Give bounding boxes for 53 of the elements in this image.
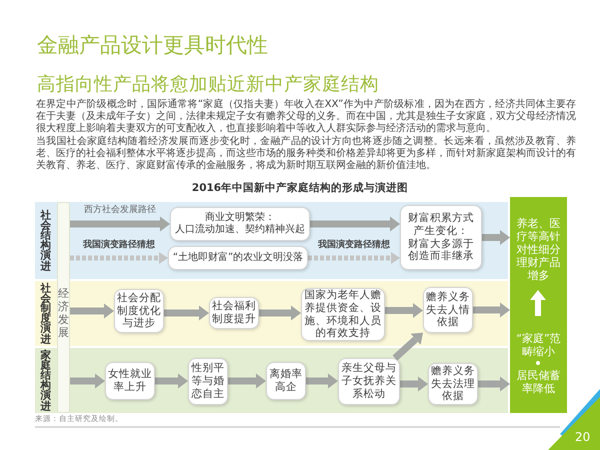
box-text: 人口流动加速、契约精神兴起 — [175, 224, 305, 236]
label-strip: 经济发展 — [57, 202, 70, 413]
process-box: 女性就业率上升 — [105, 362, 155, 400]
panel-text: “家庭”范畴缩小 — [515, 332, 562, 358]
row-heading: 家庭结构演进 — [40, 350, 52, 412]
arrow — [164, 306, 209, 320]
arrow — [400, 376, 428, 392]
arrow — [392, 332, 423, 361]
arrow — [70, 374, 105, 388]
panel-text: 居民储蓄率降低 — [516, 369, 562, 395]
process-box: 赡养义务失去人情依据 — [423, 287, 473, 333]
arrow — [228, 374, 266, 388]
process-box: 社会福利制度提升 — [209, 297, 259, 329]
process-box: 性别平等与婚恋自主 — [188, 358, 228, 405]
process-box: 国家为老年人赡养提供资金、设施、环境和人员的有效支持 — [301, 288, 385, 341]
panel-text: 养老、医疗等高针对性细分理财产品增多 — [516, 217, 562, 282]
arrow — [482, 230, 510, 245]
page-number: 20 — [575, 430, 590, 444]
paragraph: 在界定中产阶级概念时，国际通常将“家庭（仅指夫妻）年收入在XX”作为中产阶级标准，因为在西方，经济共同体主要存在于夫妻（及未成年子女）之间，法律未规定子女有赡养父母的义务。而在中国，尤其是独生子女家庭，双方父母经济情况很大程度上影响着夫妻双方的可支配收入，也直接影响着中等收入人群实际参与经济活动的需求与意向。 — [36, 99, 576, 136]
arrow — [155, 374, 188, 388]
edge-label: 我国演变路径猜想 — [83, 240, 155, 251]
process-box — [170, 207, 310, 241]
dashed-arrow — [308, 252, 400, 264]
arrow — [385, 303, 423, 318]
row-heading: 社会结构演进 — [40, 210, 52, 272]
dashed-arrow — [70, 252, 168, 264]
arrow — [259, 306, 301, 320]
box-heading: 商业文明繁荣： — [205, 212, 275, 224]
box-text: 财富大多源于创造而非继承 — [407, 238, 475, 264]
edge-label: 我国演变路径猜想 — [318, 240, 390, 251]
page-title: 金融产品设计更具时代性 — [37, 32, 268, 59]
arrow — [310, 216, 400, 232]
process-box — [400, 205, 482, 270]
row-band — [35, 348, 508, 413]
edge-label: 西方社会发展路径 — [84, 204, 156, 216]
chart-title: 2016年中国新中产家庭结构的形成与演进图 — [192, 181, 408, 195]
arrow — [70, 304, 114, 318]
row-band — [35, 281, 508, 346]
arrow — [70, 216, 170, 232]
process-box: 赡养义务失去法理依据 — [428, 363, 478, 405]
arrow — [473, 302, 510, 318]
process-box: “土地即财富”的农业文明没落 — [168, 246, 308, 270]
process-box: 离婚率高企 — [266, 362, 306, 400]
subtitle: 高指向性产品将愈加贴近新中产家庭结构 — [37, 73, 379, 96]
row-heading: 社会制度演进 — [40, 282, 52, 344]
arrow — [306, 374, 338, 388]
paragraph: 当我国社会家庭结构随着经济发展而逐步变化时，金融产品的设计方向也将逐步随之调整。长远来看，虽然涉及教育、养老、医疗的社会福利整体水平将逐步提高，而这些市场的服务种类和价格差异却将更为多样，而针对新家庭架构而设计的有关教育、养老、医疗、家庭财富传承的金融服务，将成为新时期互联网金融的新价值洼地。 — [36, 136, 576, 172]
arrow — [478, 376, 510, 392]
process-box: 社会分配制度优化与进步 — [114, 289, 164, 333]
box-heading: 财富积累方式产生变化： — [407, 212, 475, 238]
process-box: 亲生父母与子女抚养关系松动 — [338, 358, 400, 405]
row-band — [35, 202, 508, 279]
result-panel — [510, 197, 567, 413]
